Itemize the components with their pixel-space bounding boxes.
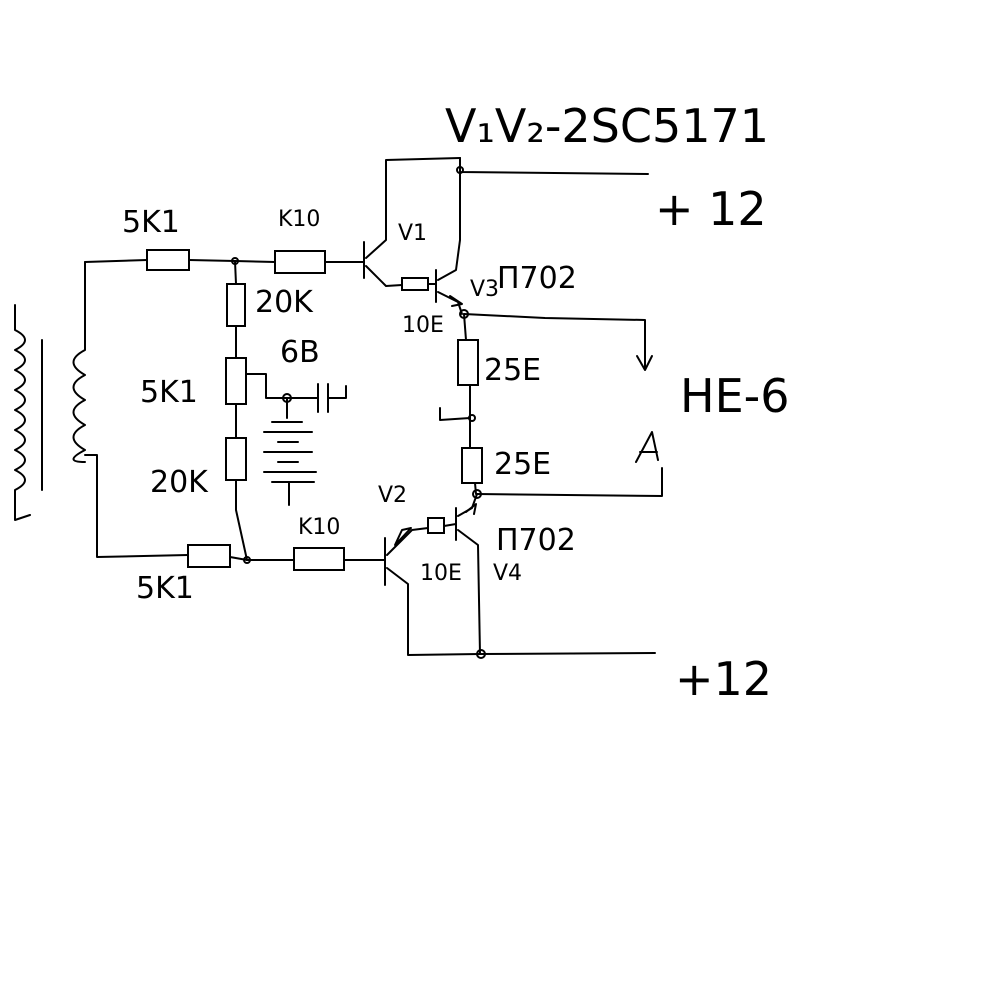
wire-output-to-load-bottom [476, 467, 663, 497]
transformer-secondary-winding [72, 261, 86, 463]
label-r-in-bottom: 5K1 [136, 571, 194, 606]
wire-top-rail [459, 157, 649, 175]
resistor-10e-bottom [427, 517, 445, 534]
label-r-emit-bottom: 10E [420, 561, 462, 586]
transistor-v4 [455, 493, 481, 655]
label-r-25e-bottom: 25E [494, 447, 551, 482]
transformer-primary-winding [14, 304, 31, 521]
transistor-v2 [384, 527, 481, 656]
resistor-k10-bottom [293, 547, 345, 571]
label-v2: V2 [378, 483, 407, 508]
transistor-v1 [363, 157, 461, 287]
label-v1: V1 [398, 221, 427, 246]
label-transistor-note: V₁V₂-2SC5171 [445, 99, 769, 153]
capacitor [317, 383, 347, 413]
wire-divider-bottom [235, 479, 248, 561]
wire-output-to-load-top [463, 313, 646, 369]
label-r-in-top: 5K1 [122, 205, 180, 240]
label-r-emit-top: 10E [402, 313, 444, 338]
wire-divider-top [234, 260, 237, 285]
resistor-25e-bottom [461, 447, 483, 484]
wire-to-25e-top [463, 313, 467, 341]
label-r-base-bottom: K10 [298, 515, 340, 540]
transformer [14, 261, 86, 521]
label-v4: V4 [493, 561, 522, 586]
resistor-10e-top [401, 277, 429, 291]
wire-5k1-top-to-node [188, 259, 236, 262]
battery [263, 397, 317, 506]
resistor-5k1-bottom [187, 544, 231, 568]
load-terminal-mark [635, 431, 659, 463]
label-r-25e-top: 25E [484, 353, 541, 388]
wire-25e-bottom-to-node [474, 482, 477, 495]
label-zener: 6B [280, 335, 320, 370]
wire-input-bottom [84, 454, 189, 558]
wire-zener-tap [245, 373, 288, 399]
wire-10e-bottom-to-v4 [443, 523, 457, 527]
label-p702-top: П702 [497, 261, 577, 296]
label-load: HE-6 [680, 369, 790, 423]
resistor-5k1-top [146, 249, 190, 271]
label-r-20k-top: 20K [255, 285, 314, 320]
junction-mid-25e [468, 414, 476, 422]
label-r-base-top: K10 [278, 207, 320, 232]
resistor-k10-top [274, 250, 326, 274]
resistor-5k1-mid [225, 357, 247, 405]
wire-bottom-rail [479, 652, 656, 655]
load-arrow-head [636, 355, 653, 371]
resistor-20k-top [226, 283, 246, 327]
transistor-v3 [435, 157, 463, 315]
label-p702-bottom: П702 [496, 523, 576, 558]
label-r-5k1-mid: 5K1 [140, 375, 198, 410]
wire-node-to-k10-top [234, 260, 276, 263]
label-plus-bottom: +12 [675, 652, 772, 706]
label-plus-top: + 12 [655, 182, 767, 236]
resistor-25e-top [457, 339, 479, 386]
label-v3: V3 [470, 277, 499, 302]
label-r-20k-bottom: 20K [150, 465, 209, 500]
resistor-20k-bottom [225, 437, 247, 481]
wire-25e-mid-tap [439, 407, 471, 421]
wire-input-top [84, 259, 148, 263]
